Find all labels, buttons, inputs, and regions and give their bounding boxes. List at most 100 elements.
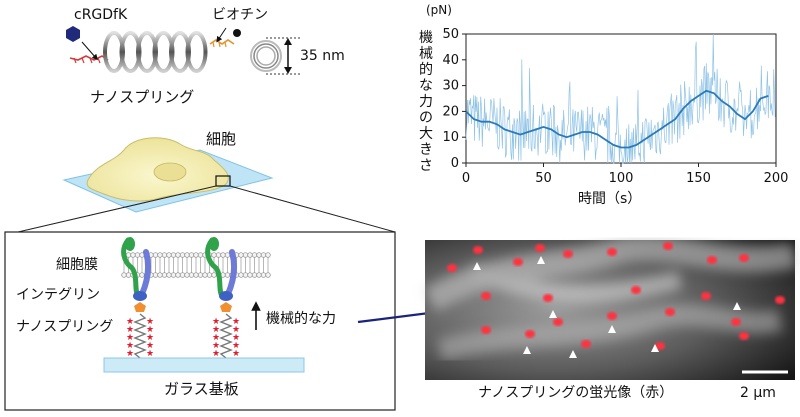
zoom-box: [215, 175, 231, 187]
svg-text:★: ★: [146, 333, 154, 343]
chart-y-label: 機械的な力の大きさ: [419, 30, 433, 174]
svg-text:★: ★: [126, 317, 134, 327]
zoom-panel: [4, 231, 396, 411]
fluorescent-spot: [543, 294, 553, 302]
biotin-label: ビオチン: [212, 7, 268, 23]
x-tick-label: 200: [764, 171, 789, 186]
fluorescent-spot: [525, 330, 535, 338]
y-tick-label: 40: [442, 53, 459, 68]
y-tick-label: 0: [451, 156, 459, 171]
svg-text:★: ★: [232, 341, 240, 351]
fluorescent-spot: [473, 246, 483, 254]
fluorescent-spot: [513, 258, 523, 266]
fluorescent-spot: [447, 264, 457, 272]
svg-text:★: ★: [232, 325, 240, 335]
svg-text:★: ★: [212, 349, 220, 359]
nanospring-tethers: ★★★★★★★★★★★★★★★★★★★★: [126, 313, 240, 359]
svg-text:★: ★: [146, 317, 154, 327]
svg-text:★: ★: [126, 349, 134, 359]
cell-nucleus: [153, 162, 187, 182]
x-tick-label: 0: [462, 171, 470, 186]
nanospring-coil: [103, 31, 208, 73]
arrowhead-marker: [473, 262, 481, 270]
fluorescent-spot: [581, 340, 591, 348]
fluorescence-micrograph: [423, 234, 798, 380]
svg-text:★: ★: [232, 349, 240, 359]
arrowhead-marker: [569, 350, 577, 358]
fluorescent-spot: [701, 292, 711, 300]
fluorescent-spot: [663, 242, 673, 250]
biotin-linker: [209, 39, 235, 45]
x-tick-label: 150: [686, 171, 711, 186]
integrin-complex-right: [205, 237, 238, 312]
crgdfk-label: cRGDfK: [74, 7, 128, 23]
y-tick-label: 30: [442, 79, 459, 94]
svg-text:★: ★: [232, 333, 240, 343]
y-tick-label: 10: [442, 130, 459, 145]
svg-text:★: ★: [212, 317, 220, 327]
nanospring-tether: [133, 313, 147, 359]
svg-text:★: ★: [126, 341, 134, 351]
fluorescent-spot: [731, 318, 741, 326]
force-time-chart: 0 50 100 150 200 0 10 20 30 40 50: [442, 27, 788, 186]
coil-end-view-icon: [250, 40, 282, 72]
chart-x-label: 時間（s）: [578, 191, 642, 207]
plot-area: [465, 33, 777, 164]
x-tick-label: 50: [535, 171, 552, 186]
cell-label: 細胞: [206, 130, 237, 148]
fluorescent-spot: [665, 308, 675, 316]
glass-substrate: [103, 357, 305, 373]
svg-text:★: ★: [126, 333, 134, 343]
force-label: 機械的な力: [266, 311, 336, 327]
crgdfk-linker: [69, 55, 109, 61]
fluorescent-spot: [563, 250, 573, 258]
fluorescent-spot: [481, 326, 491, 334]
fluorescent-spot: [739, 254, 749, 262]
cell-on-glass: [17, 137, 396, 233]
crgdfk-hexagon-icon: [66, 26, 80, 42]
fluorescent-spot: [739, 332, 749, 340]
fluorescent-spot: [481, 292, 491, 300]
scalebar-label: 2 µm: [740, 385, 776, 401]
arrowhead-marker: [608, 325, 616, 333]
x-tick-label: 100: [609, 171, 634, 186]
nanospring-label: ナノスプリング: [90, 88, 195, 106]
arrowhead-marker: [733, 302, 741, 310]
arrowhead-marker: [651, 344, 659, 352]
arrowhead-marker: [537, 256, 545, 264]
smoothed-force-line: [465, 89, 769, 149]
svg-text:★: ★: [146, 325, 154, 335]
raw-force-trace: [465, 33, 776, 164]
arrowhead-marker: [523, 346, 531, 354]
fluorescent-spot: [655, 342, 665, 350]
fluorescent-spot: [607, 312, 617, 320]
svg-text:★: ★: [232, 317, 240, 327]
svg-text:★: ★: [146, 349, 154, 359]
membrane-label: 細胞膜: [56, 257, 98, 273]
nanospring-molecule: [66, 26, 300, 75]
integrin-complex-left: [121, 237, 152, 312]
svg-text:★: ★: [212, 333, 220, 343]
fluorescent-spot: [707, 256, 717, 264]
nanospring-tether: [219, 313, 233, 359]
svg-text:★: ★: [126, 325, 134, 335]
fluorescent-spot: [553, 318, 563, 326]
biotin-dot-icon: [233, 29, 241, 37]
fluorescent-spot: [775, 296, 785, 304]
y-tick-label: 20: [442, 104, 459, 119]
svg-text:★: ★: [212, 325, 220, 335]
chart-y-unit: (pN): [426, 3, 452, 17]
size-label: 35 nm: [300, 48, 345, 64]
svg-text:★: ★: [212, 341, 220, 351]
y-tick-label: 50: [442, 27, 459, 42]
arrowhead-marker: [549, 310, 557, 318]
substrate-label: ガラス基板: [164, 380, 239, 398]
svg-text:★: ★: [146, 341, 154, 351]
fluorescent-spot: [535, 244, 545, 252]
fluorescent-spot: [607, 248, 617, 256]
integrin-label: インテグリン: [16, 287, 100, 303]
spring-label: ナノスプリング: [16, 319, 114, 335]
micrograph-caption: ナノスプリングの蛍光像（赤）: [478, 385, 674, 401]
